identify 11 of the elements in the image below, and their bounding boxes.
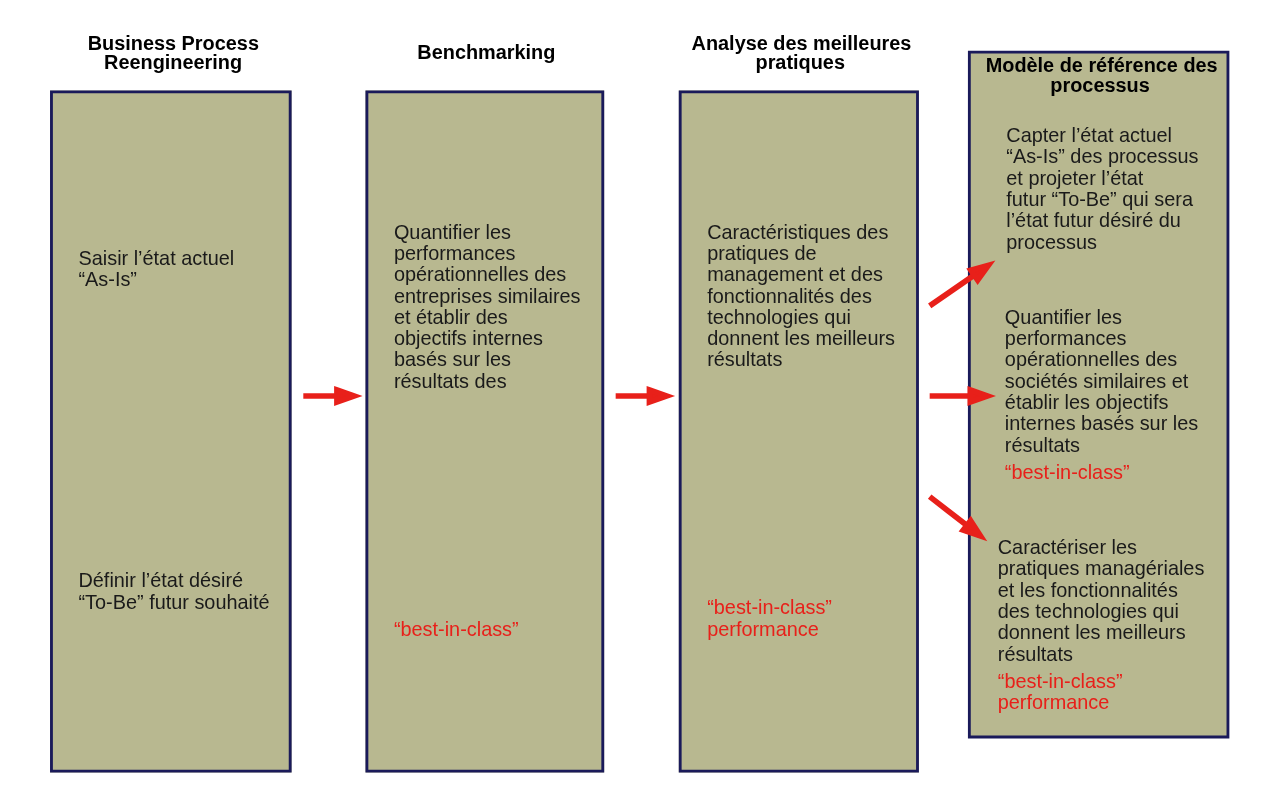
arrow	[615, 386, 676, 406]
node-text: Quantifier les performances opérationnelles des sociétés similaires et établir les objectifs internes basés sur les résultats “best-in-class”	[1004, 305, 1199, 483]
node-text: Caractériser les pratiques managériales et les fonctionnalités des technologies qui donnent les meilleurs résultats “best-in-class” performance	[997, 536, 1205, 713]
arrow	[303, 386, 363, 406]
node-label: Business Process Reengineering	[87, 31, 259, 74]
arrow	[927, 494, 988, 542]
node-text: Capter l’état actuel “As-Is” des processus et projeter l’état futur “To-Be” qui sera l’état futur désiré du processus	[1006, 123, 1199, 253]
arrow	[928, 260, 996, 309]
node-label: Benchmarking	[417, 40, 556, 63]
arrow	[929, 386, 996, 406]
node-label: Analyse des meilleures pratiques	[691, 31, 912, 74]
